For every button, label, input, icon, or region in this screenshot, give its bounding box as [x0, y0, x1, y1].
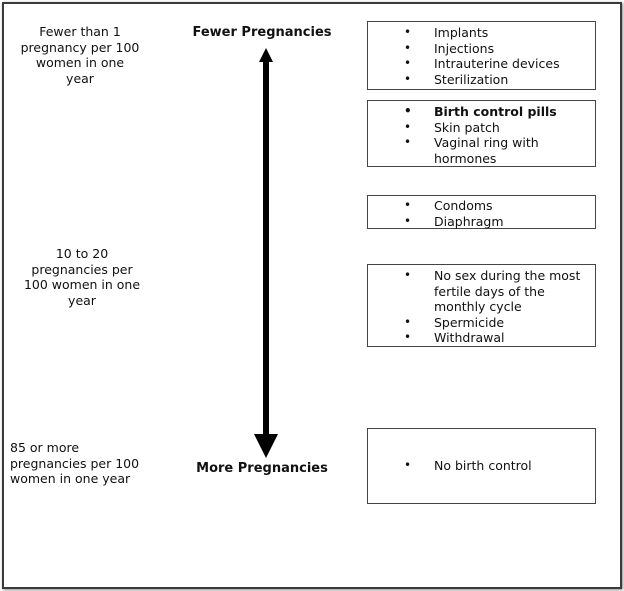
method-group-4: No sex during the most fertile days of t…	[367, 264, 596, 347]
method-item: Condoms	[368, 198, 595, 214]
method-group-2: Birth control pills Skin patch Vaginal r…	[367, 100, 596, 167]
arrow-head-up	[259, 48, 273, 62]
axis-label-more: More Pregnancies	[196, 461, 328, 476]
method-item: Implants	[368, 25, 595, 41]
method-item: No sex during the most fertile days of t…	[368, 268, 595, 315]
method-item: Injections	[368, 41, 595, 57]
arrow-shaft	[263, 60, 269, 442]
method-item: Sterilization	[368, 72, 595, 88]
method-group-3: Condoms Diaphragm	[367, 195, 596, 229]
rate-label-medium: 10 to 20 pregnancies per 100 women in on…	[23, 246, 141, 308]
method-item: Vaginal ring with hormones	[368, 135, 595, 166]
double-arrow-icon	[254, 48, 278, 458]
method-item: Birth control pills	[368, 104, 595, 120]
method-item: Withdrawal	[368, 330, 595, 346]
method-group-1: Implants Injections Intrauterine devices…	[367, 21, 596, 90]
arrow-head-down	[254, 434, 278, 458]
rate-label-high: 85 or more pregnancies per 100 women in …	[10, 440, 140, 486]
axis-label-fewer: Fewer Pregnancies	[192, 25, 332, 40]
method-item: Diaphragm	[368, 214, 595, 230]
method-item: No birth control	[368, 458, 595, 474]
method-item: Intrauterine devices	[368, 56, 595, 72]
method-item: Skin patch	[368, 120, 595, 136]
method-item: Spermicide	[368, 315, 595, 331]
rate-label-low: Fewer than 1 pregnancy per 100 women in …	[20, 24, 140, 86]
method-group-5: No birth control	[367, 428, 596, 504]
